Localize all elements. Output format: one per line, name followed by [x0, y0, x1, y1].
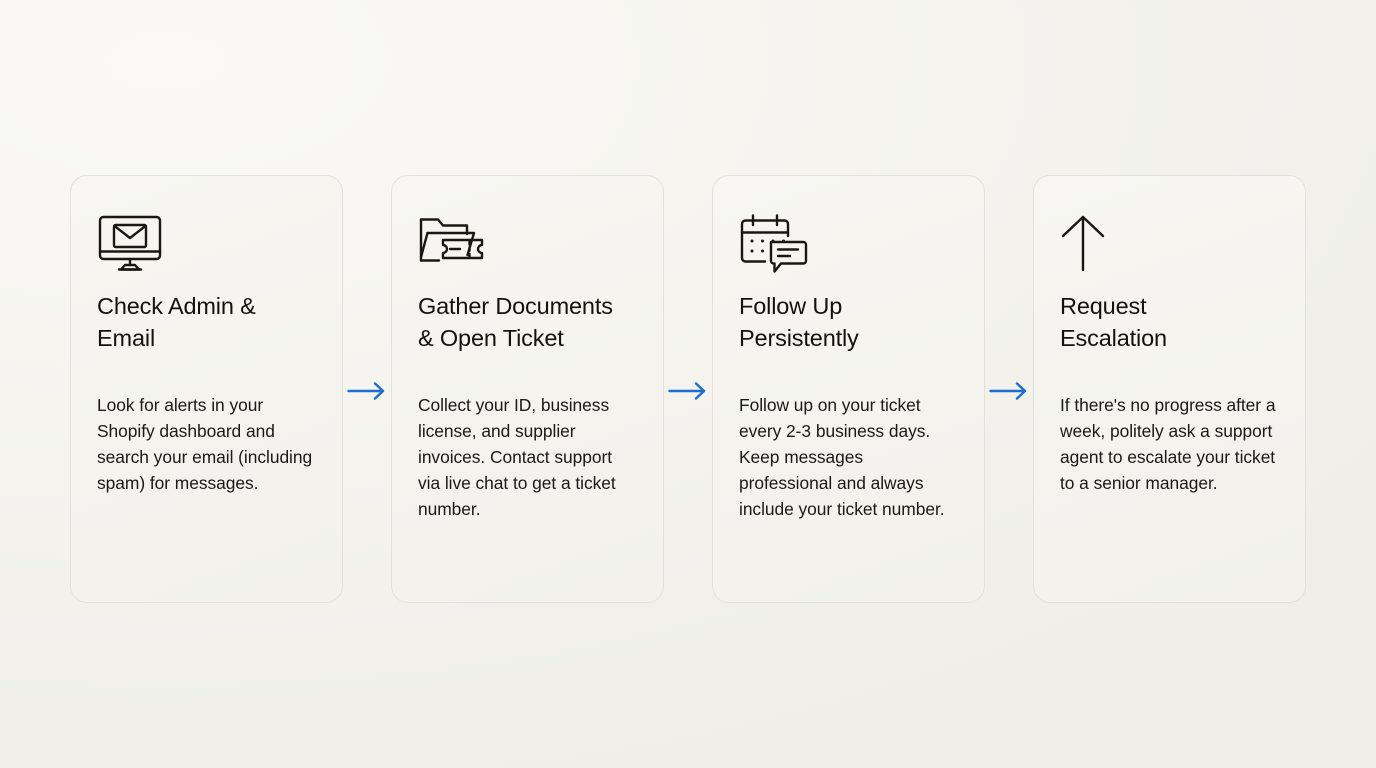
folder-ticket-icon — [418, 214, 637, 272]
calendar-chat-icon — [739, 214, 958, 273]
arrow-right-icon — [347, 382, 385, 400]
flow-connector-3 — [985, 175, 1033, 603]
arrow-right-icon — [668, 382, 706, 400]
process-flow: Check Admin & Email Look for alerts in y… — [70, 175, 1306, 603]
flow-step-title: Gather Documents & Open Ticket — [418, 293, 613, 351]
monitor-envelope-icon — [97, 214, 316, 272]
flow-step-title: Follow Up Persistently — [739, 293, 859, 351]
flow-step-body: Look for alerts in your Shopify dashboar… — [97, 395, 313, 493]
flow-step-card-1[interactable]: Check Admin & Email Look for alerts in y… — [70, 175, 343, 603]
flow-step-card-4[interactable]: Request Escalation If there's no progres… — [1033, 175, 1306, 603]
flow-step-card-2[interactable]: Gather Documents & Open Ticket Collect y… — [391, 175, 664, 603]
flow-step-body: Collect your ID, business license, and s… — [418, 395, 616, 519]
flow-step-card-3[interactable]: Follow Up Persistently Follow up on your… — [712, 175, 985, 603]
flow-step-body: Follow up on your ticket every 2-3 busin… — [739, 395, 945, 519]
flow-step-title: Check Admin & Email — [97, 293, 256, 351]
flow-connector-1 — [343, 175, 391, 603]
flow-connector-2 — [664, 175, 712, 603]
flow-step-title: Request Escalation — [1060, 293, 1167, 351]
arrow-right-icon — [989, 382, 1027, 400]
flow-step-body: If there's no progress after a week, pol… — [1060, 395, 1276, 493]
arrow-up-icon — [1060, 214, 1279, 272]
